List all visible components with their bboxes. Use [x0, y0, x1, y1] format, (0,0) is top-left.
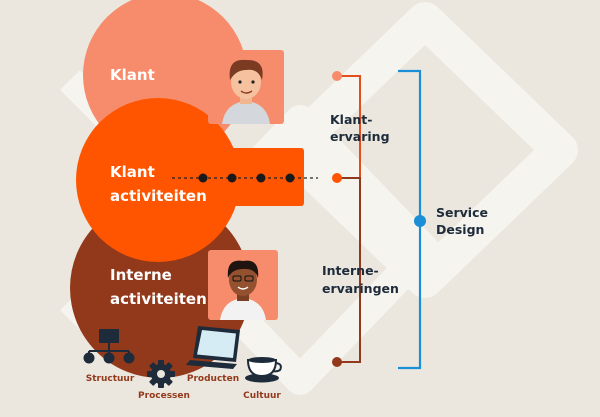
activity-card	[182, 148, 304, 206]
gear-icon	[147, 360, 175, 388]
service-design-bracket	[398, 69, 426, 370]
klant-activiteiten-circle	[76, 98, 240, 262]
timeline-dot	[285, 173, 295, 183]
coffee-cup-icon	[245, 357, 282, 383]
klant-activiteiten-label-line2: activiteiten	[110, 187, 207, 205]
timeline-dot	[227, 173, 237, 183]
timeline-dot	[198, 173, 208, 183]
service-design-label-line2: Design	[436, 222, 484, 237]
klantervaring-label-line2: ervaring	[330, 129, 390, 144]
interneervaringen-bracket	[332, 173, 361, 367]
service-design-label-line1: Service	[436, 205, 488, 220]
producten-label: Producten	[187, 374, 239, 384]
interneervaringen-label-line1: Interne-	[322, 263, 379, 278]
laptop-icon	[186, 326, 240, 369]
klantervaring-label-line1: Klant-	[330, 112, 372, 127]
interne-activiteiten-label-line2: activiteiten	[110, 290, 207, 308]
interneervaringen-label-line2: ervaringen	[322, 281, 399, 296]
interne-activiteiten-label-line1: Interne	[110, 266, 172, 284]
customer-avatar	[208, 50, 284, 124]
timeline-dot	[256, 173, 266, 183]
klant-label: Klant	[110, 66, 155, 84]
cultuur-label: Cultuur	[243, 391, 281, 401]
org-chart-icon	[83, 329, 135, 364]
employee-avatar	[208, 250, 278, 320]
klant-activiteiten-label-line1: Klant	[110, 163, 155, 181]
structuur-label: Structuur	[86, 374, 135, 384]
processen-label: Processen	[138, 391, 190, 401]
timeline-dots	[198, 173, 295, 183]
